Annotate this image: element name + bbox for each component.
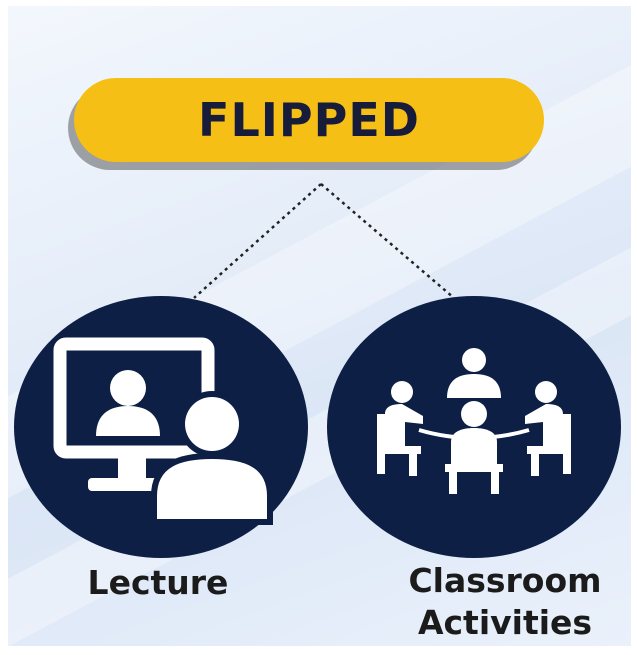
classroom-label-line1: Classroom <box>408 561 602 600</box>
classroom-group-icon <box>377 348 571 494</box>
lecture-label-text: Lecture <box>87 563 229 602</box>
classroom-label-line2: Activities <box>417 603 593 642</box>
classroom-activities-label: Classroom Activities <box>380 560 630 644</box>
classroom-circle <box>327 296 621 558</box>
lecture-label: Lecture <box>48 562 268 604</box>
lecture-circle <box>14 296 308 558</box>
diagram-canvas: FLIPPED <box>8 6 631 646</box>
video-lecture-icon <box>53 337 273 525</box>
connector-right <box>320 183 455 299</box>
connector-left <box>193 183 322 299</box>
title-pill: FLIPPED <box>74 78 544 162</box>
title-text: FLIPPED <box>198 93 420 147</box>
dotted-connector <box>193 183 455 299</box>
